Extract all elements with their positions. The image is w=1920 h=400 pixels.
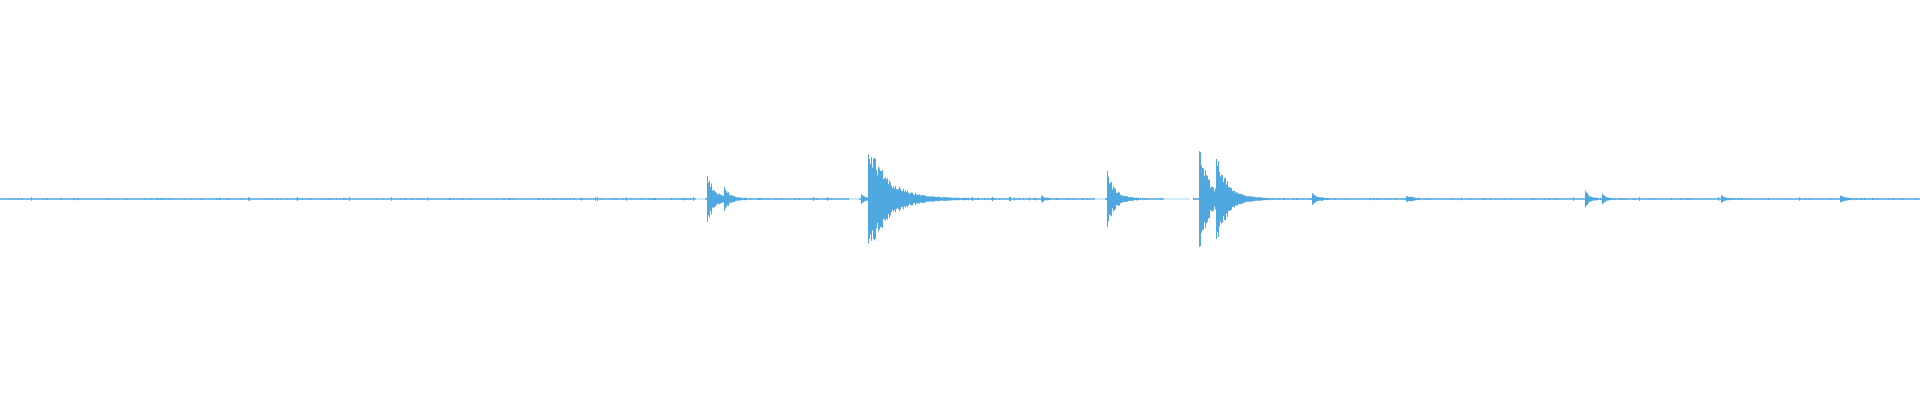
waveform-trace: [0, 151, 1920, 247]
